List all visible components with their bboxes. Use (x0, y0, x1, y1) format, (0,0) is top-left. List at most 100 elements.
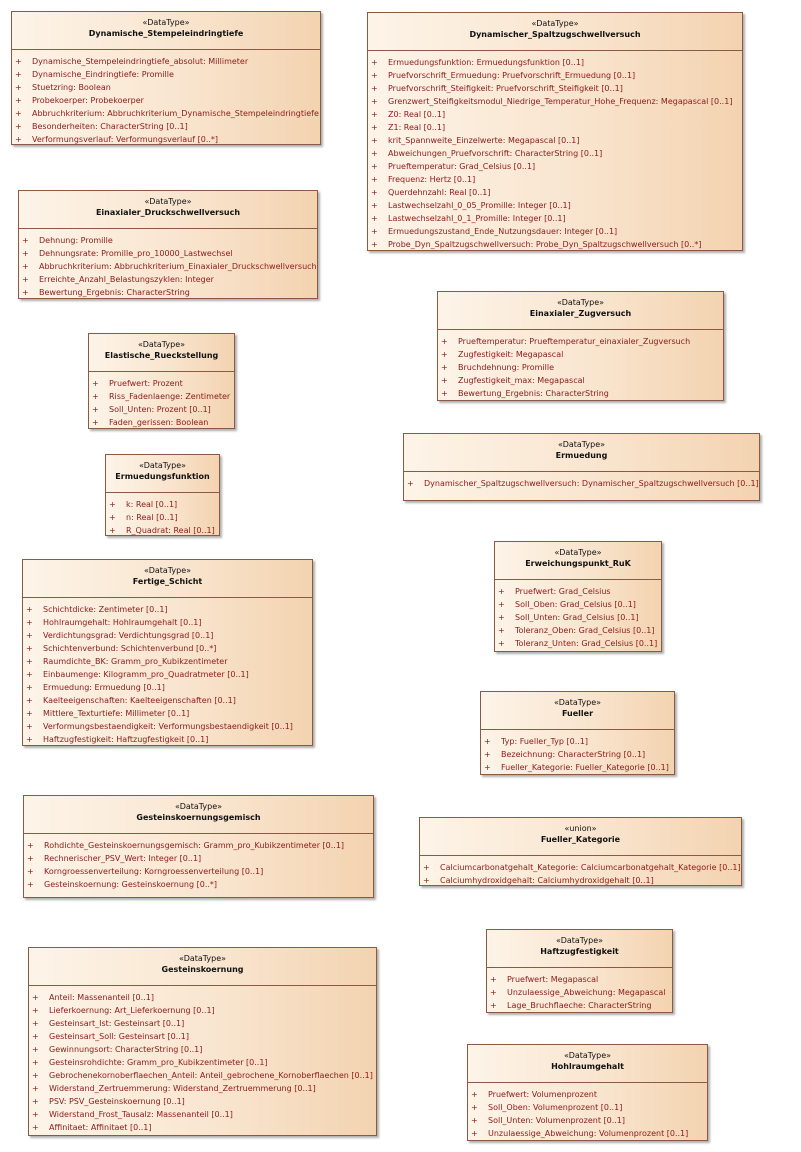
attribute-row[interactable]: +Pruefwert: Volumenprozent (468, 1088, 707, 1101)
attribute-row[interactable]: +Typ: Fueller_Typ [0..1] (481, 735, 674, 748)
attribute-row[interactable]: +Ermuedung: Ermuedung [0..1] (23, 681, 312, 694)
attribute-row[interactable]: +Kaelteeigenschaften: Kaelteeigenschafte… (23, 694, 312, 707)
attribute-row[interactable]: +Soll_Oben: Volumenprozent [0..1] (468, 1101, 707, 1114)
attribute-row[interactable]: +Soll_Unten: Prozent [0..1] (89, 403, 234, 416)
attribute-row[interactable]: +Ermuedungszustand_Ende_Nutzungsdauer: I… (368, 225, 742, 238)
attribute-row[interactable]: +Zugfestigkeit_max: Megapascal (438, 374, 723, 387)
attribute-row[interactable]: +Bezeichnung: CharacterString [0..1] (481, 748, 674, 761)
attribute-row[interactable]: +Bewertung_Ergebnis: CharacterString (438, 387, 723, 400)
attribute-row[interactable]: +Rohdichte_Gesteinskoernungsgemisch: Gra… (24, 839, 373, 852)
attribute-row[interactable]: +Gewinnungsort: CharacterString [0..1] (29, 1043, 376, 1056)
attribute-row[interactable]: +Dehnung: Promille (19, 234, 317, 247)
attribute-row[interactable]: +Pruefwert: Prozent (89, 377, 234, 390)
class-hohlraumgehalt[interactable]: «DataType»Hohlraumgehalt+Pruefwert: Volu… (467, 1044, 708, 1141)
attribute-row[interactable]: +Schichtdicke: Zentimeter [0..1] (23, 603, 312, 616)
attribute-row[interactable]: +Lastwechselzahl_0_1_Promille: Integer [… (368, 212, 742, 225)
attribute-row[interactable]: +n: Real [0..1] (106, 511, 219, 524)
attribute-row[interactable]: +Querdehnzahl: Real [0..1] (368, 186, 742, 199)
attribute-row[interactable]: +Besonderheiten: CharacterString [0..1] (12, 120, 320, 133)
class-gesteinskoernungsgemisch[interactable]: «DataType»Gesteinskoernungsgemisch+Rohdi… (23, 795, 374, 898)
attribute-row[interactable]: +Haftzugfestigkeit: Haftzugfestigkeit [0… (23, 733, 312, 746)
attribute-row[interactable]: +Verdichtungsgrad: Verdichtungsgrad [0..… (23, 629, 312, 642)
attribute-row[interactable]: +Probekoerper: Probekoerper (12, 94, 320, 107)
attribute-row[interactable]: +Widerstand_Zertruemmerung: Widerstand_Z… (29, 1082, 376, 1095)
attribute-row[interactable]: +Toleranz_Oben: Grad_Celsius [0..1] (495, 624, 661, 637)
attribute-row[interactable]: +Schichtenverbund: Schichtenverbund [0..… (23, 642, 312, 655)
attribute-row[interactable]: +Z0: Real [0..1] (368, 108, 742, 121)
attribute-row[interactable]: +Soll_Oben: Grad_Celsius [0..1] (495, 598, 661, 611)
attribute-row[interactable]: +Abweichungen_Pruefvorschrift: Character… (368, 147, 742, 160)
class-einaxialer-druckschwellversuch[interactable]: «DataType»Einaxialer_Druckschwellversuch… (18, 190, 318, 299)
attribute-row[interactable]: +Soll_Unten: Grad_Celsius [0..1] (495, 611, 661, 624)
attribute-row[interactable]: +Mittlere_Texturtiefe: Millimeter [0..1] (23, 707, 312, 720)
attribute-row[interactable]: +Riss_Fadenlaenge: Zentimeter (89, 390, 234, 403)
attribute-row[interactable]: +Prueftemperatur: Prueftemperatur_einaxi… (438, 335, 723, 348)
attribute-row[interactable]: +Calciumhydroxidgehalt: Calciumhydroxidg… (420, 874, 741, 887)
attribute-row[interactable]: +Abbruchkriterium: Abbruchkriterium_Eina… (19, 260, 317, 273)
attribute-row[interactable]: +Dehnungsrate: Promille_pro_10000_Lastwe… (19, 247, 317, 260)
class-erweichungspunkt-ruk[interactable]: «DataType»Erweichungspunkt_RuK+Pruefwert… (494, 541, 662, 652)
attribute-row[interactable]: +Gesteinskoernung: Gesteinskoernung [0..… (24, 878, 373, 891)
class-dynamische-stempeleindringtiefe[interactable]: «DataType»Dynamische_Stempeleindringtief… (11, 11, 321, 145)
attribute-row[interactable]: +Gesteinsart_Ist: Gesteinsart [0..1] (29, 1017, 376, 1030)
attribute-row[interactable]: +Pruefvorschrift_Steifigkeit: Pruefvorsc… (368, 82, 742, 95)
attribute-row[interactable]: +Widerstand_Frost_Tausalz: Massenanteil … (29, 1108, 376, 1121)
attribute-row[interactable]: +Gesteinsrohdichte: Gramm_pro_Kubikzenti… (29, 1056, 376, 1069)
attribute-row[interactable]: +Prueftemperatur: Grad_Celsius [0..1] (368, 160, 742, 173)
attribute-row[interactable]: +Z1: Real [0..1] (368, 121, 742, 134)
class-dynamischer-spaltzugschwellversuch[interactable]: «DataType»Dynamischer_Spaltzugschwellver… (367, 12, 743, 251)
class-haftzugfestigkeit[interactable]: «DataType»Haftzugfestigkeit+Pruefwert: M… (486, 929, 673, 1013)
attribute-row[interactable]: +Frequenz: Hertz [0..1] (368, 173, 742, 186)
attribute-row[interactable]: +Gebrochenekornoberflaechen_Anteil: Ante… (29, 1069, 376, 1082)
class-elastische-rueckstellung[interactable]: «DataType»Elastische_Rueckstellung+Pruef… (88, 333, 235, 429)
attribute-row[interactable]: +Faden_gerissen: Boolean (89, 416, 234, 429)
attribute-row[interactable]: +Stuetzring: Boolean (12, 81, 320, 94)
attribute-row[interactable]: +Ermuedungsfunktion: Ermuedungsfunktion … (368, 56, 742, 69)
attribute-row[interactable]: +Raumdichte_BK: Gramm_pro_Kubikzentimete… (23, 655, 312, 668)
attribute-row[interactable]: +Einbaumenge: Kilogramm_pro_Quadratmeter… (23, 668, 312, 681)
attribute-row[interactable]: +Erreichte_Anzahl_Belastungszyklen: Inte… (19, 273, 317, 286)
attribute-row[interactable]: +krit_Spannweite_Einzelwerte: Megapascal… (368, 134, 742, 147)
attribute-row[interactable]: +Pruefwert: Megapascal (487, 973, 672, 986)
attribute-row[interactable]: +Toleranz_Unten: Grad_Celsius [0..1] (495, 637, 661, 650)
attribute-row[interactable]: +Hohlraumgehalt: Hohlraumgehalt [0..1] (23, 616, 312, 629)
attribute-row[interactable]: +PSV: PSV_Gesteinskoernung [0..1] (29, 1095, 376, 1108)
attribute-row[interactable]: +Probe_Dyn_Spaltzugschwellversuch: Probe… (368, 238, 742, 251)
attribute-row[interactable]: +Calciumcarbonatgehalt_Kategorie: Calciu… (420, 861, 741, 874)
attribute-row[interactable]: +Grenzwert_Steifigkeitsmodul_Niedrige_Te… (368, 95, 742, 108)
class-ermuedungsfunktion[interactable]: «DataType»Ermuedungsfunktion+k: Real [0.… (105, 454, 220, 536)
attribute-row[interactable]: +Bruchdehnung: Promille (438, 361, 723, 374)
attribute-row[interactable]: +Abbruchkriterium: Abbruchkriterium_Dyna… (12, 107, 320, 120)
attribute-row[interactable]: +Soll_Unten: Volumenprozent [0..1] (468, 1114, 707, 1127)
attribute-row[interactable]: +Anteil: Massenanteil [0..1] (29, 991, 376, 1004)
attribute-row[interactable]: +Lastwechselzahl_0_05_Promille: Integer … (368, 199, 742, 212)
attribute-row[interactable]: +Pruefvorschrift_Ermuedung: Pruefvorschr… (368, 69, 742, 82)
attribute-row[interactable]: +Rechnerischer_PSV_Wert: Integer [0..1] (24, 852, 373, 865)
attribute-row[interactable]: +Dynamische_Eindringtiefe: Promille (12, 68, 320, 81)
attribute-row[interactable]: +Unzulaessige_Abweichung: Megapascal (487, 986, 672, 999)
attribute-row[interactable]: +Unzulaessige_Abweichung: Volumenprozent… (468, 1127, 707, 1140)
class-einaxialer-zugversuch[interactable]: «DataType»Einaxialer_Zugversuch+Prueftem… (437, 291, 724, 401)
attribute-row[interactable]: +Lage_Bruchflaeche: CharacterString (487, 999, 672, 1012)
attribute-row[interactable]: +Fueller_Kategorie: Fueller_Kategorie [0… (481, 761, 674, 774)
attribute-row[interactable]: +Gesteinsart_Soll: Gesteinsart [0..1] (29, 1030, 376, 1043)
attribute-row[interactable]: +Dynamische_Stempeleindringtiefe_absolut… (12, 55, 320, 68)
attribute-row[interactable]: +Verformungsverlauf: Verformungsverlauf … (12, 133, 320, 146)
class-fueller-kategorie[interactable]: «union»Fueller_Kategorie+Calciumcarbonat… (419, 817, 742, 886)
class-ermuedung[interactable]: «DataType»Ermuedung+Dynamischer_Spaltzug… (403, 433, 760, 501)
attribute-row[interactable]: +Affinitaet: Affinitaet [0..1] (29, 1121, 376, 1134)
class-name: Gesteinskoernungsgemisch (136, 813, 261, 822)
attribute-row[interactable]: +k: Real [0..1] (106, 498, 219, 511)
attribute-text: Soll_Oben: Volumenprozent [0..1] (488, 1103, 623, 1112)
attribute-row[interactable]: +R_Quadrat: Real [0..1] (106, 524, 219, 537)
attribute-row[interactable]: +Lieferkoernung: Art_Lieferkoernung [0..… (29, 1004, 376, 1017)
class-fueller[interactable]: «DataType»Fueller+Typ: Fueller_Typ [0..1… (480, 691, 675, 775)
attribute-row[interactable]: +Zugfestigkeit: Megapascal (438, 348, 723, 361)
attribute-row[interactable]: +Dynamischer_Spaltzugschwellversuch: Dyn… (404, 477, 759, 490)
class-gesteinskoernung[interactable]: «DataType»Gesteinskoernung+Anteil: Masse… (28, 947, 377, 1136)
attribute-row[interactable]: +Korngroessenverteilung: Korngroessenver… (24, 865, 373, 878)
attribute-row[interactable]: +Bewertung_Ergebnis: CharacterString (19, 286, 317, 299)
attribute-row[interactable]: +Verformungsbestaendigkeit: Verformungsb… (23, 720, 312, 733)
attribute-row[interactable]: +Pruefwert: Grad_Celsius (495, 585, 661, 598)
class-fertige-schicht[interactable]: «DataType»Fertige_Schicht+Schichtdicke: … (22, 559, 313, 746)
